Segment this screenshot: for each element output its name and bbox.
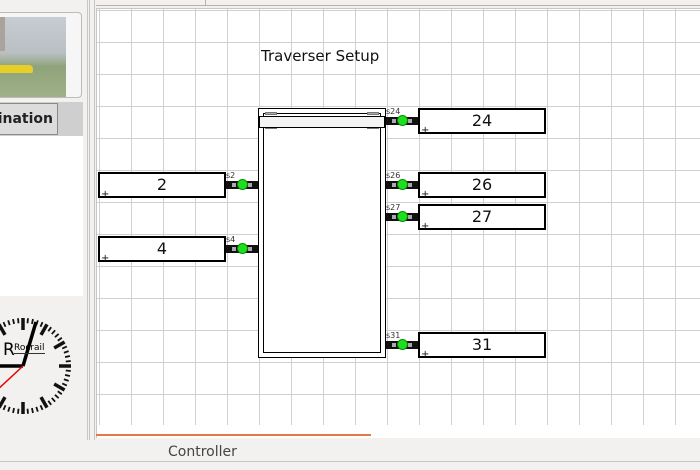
plus-icon: + xyxy=(421,349,430,360)
sensor-led-icon xyxy=(397,115,408,126)
block-label: 4 xyxy=(156,239,168,258)
splitter[interactable] xyxy=(89,0,95,440)
sensor-s2[interactable] xyxy=(226,179,258,190)
traverser[interactable] xyxy=(258,108,386,358)
clock-brand: Rocrail xyxy=(14,343,45,354)
sensor-label: s26 xyxy=(386,171,401,180)
plus-icon: + xyxy=(421,125,430,136)
tab-controller[interactable]: Controller xyxy=(168,444,237,460)
scrollbar[interactable] xyxy=(96,434,371,436)
block-label: 2 xyxy=(156,175,168,194)
block-27[interactable]: 27 + xyxy=(418,204,546,232)
left-panel: tination R Rocrail xyxy=(0,0,88,440)
locomotive-image[interactable] xyxy=(0,12,82,98)
block-26[interactable]: 26 + xyxy=(418,172,546,200)
traverser-bridge xyxy=(259,116,385,128)
sensor-label: s4 xyxy=(226,235,236,244)
sensor-led-icon xyxy=(237,243,248,254)
sensor-led-icon xyxy=(237,179,248,190)
clock-icon xyxy=(0,318,71,414)
sensor-led-icon xyxy=(397,179,408,190)
sensor-label: s24 xyxy=(386,107,401,116)
divider xyxy=(0,461,700,462)
sensor-led-icon xyxy=(397,211,408,222)
plus-icon: + xyxy=(421,189,430,200)
sensor-label: s27 xyxy=(386,203,401,212)
plan-title: Traverser Setup xyxy=(261,47,380,65)
bottom-tabbar xyxy=(0,440,700,470)
sensor-s4[interactable] xyxy=(226,243,258,254)
block-31[interactable]: 31 + xyxy=(418,332,546,360)
sensor-s27[interactable] xyxy=(386,211,418,222)
destination-button[interactable]: tination xyxy=(0,103,58,135)
sensor-led-icon xyxy=(397,339,408,350)
block-label: 31 xyxy=(471,335,493,354)
list-area xyxy=(0,136,83,296)
top-tab[interactable] xyxy=(205,0,700,6)
block-label: 27 xyxy=(471,207,493,226)
sensor-s24[interactable] xyxy=(386,115,418,126)
sensor-label: s31 xyxy=(386,331,401,340)
block-4[interactable]: 4+ xyxy=(98,236,226,264)
track-plan-canvas[interactable] xyxy=(96,8,700,438)
block-2[interactable]: 2+ xyxy=(98,172,226,200)
plus-icon: + xyxy=(101,253,110,264)
block-label: 26 xyxy=(471,175,493,194)
plus-icon: + xyxy=(421,221,430,232)
clock-brand-initial: R xyxy=(3,340,15,360)
top-tabbar xyxy=(96,0,700,6)
block-label: 24 xyxy=(471,111,493,130)
block-24[interactable]: 24 + xyxy=(418,108,546,136)
sensor-label: s2 xyxy=(226,171,236,180)
plus-icon: + xyxy=(101,189,110,200)
sensor-s26[interactable] xyxy=(386,179,418,190)
sensor-s31[interactable] xyxy=(386,339,418,350)
